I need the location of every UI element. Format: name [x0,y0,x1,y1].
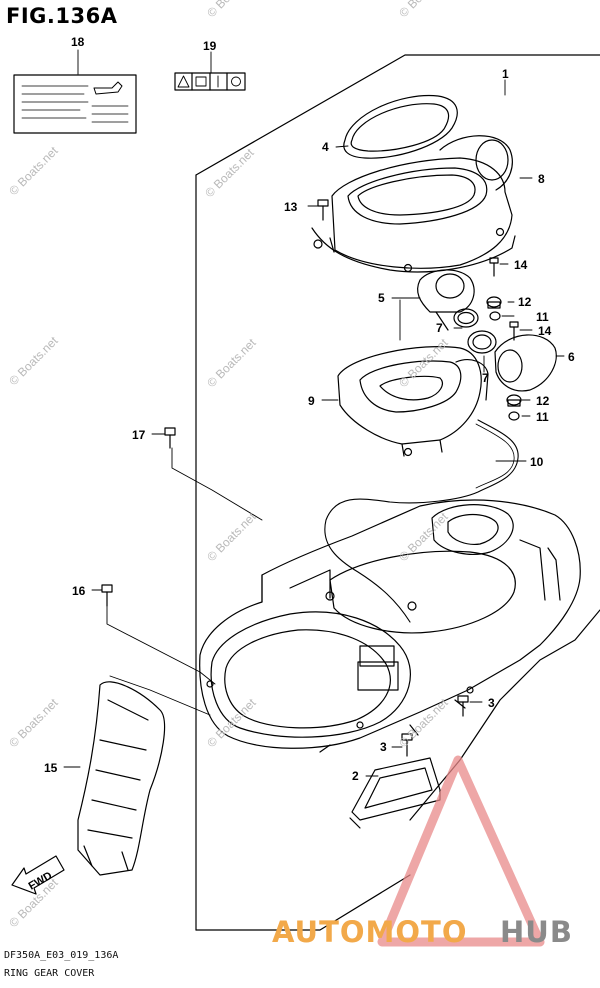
ring-gear-cover [199,499,581,753]
figure-name: RING GEAR COVER [4,968,95,979]
callout-5: 5 [378,291,385,305]
figure-code: DF350A_E03_019_136A [4,950,119,961]
brand-triangle [377,755,545,947]
callout-10: 10 [530,455,544,469]
bolt-3a [401,733,413,757]
gasket-ring-4 [343,94,458,159]
brand-logo: AUTOMOTO HUB [272,755,573,949]
watermark: © Boats.net [396,695,451,750]
nut-11a [489,311,501,321]
grommet-12a [486,296,502,308]
assembly-outline [195,54,600,931]
callout-16: 16 [72,584,86,598]
watermark: © Boats.net [396,0,451,20]
fwd-arrow [11,855,65,895]
hose-10 [324,419,519,623]
watermark: © Boats.net [6,333,61,388]
guide-plate-15 [77,681,166,876]
bolt-3b [457,695,469,717]
callout-13: 13 [284,200,298,214]
callout-7a: 7 [436,321,443,335]
brand-part1: AUTOMOTO [272,915,467,949]
callout-11b: 11 [536,410,549,424]
watermark: © Boats.net [396,509,451,564]
callout-labels: 1 2 3 3 4 5 6 7 7 8 9 10 11 11 12 12 13 … [44,35,575,783]
cap-6 [494,334,557,392]
callout-3b: 3 [380,740,387,754]
callout-4: 4 [322,140,329,154]
callout-15: 15 [44,761,58,775]
callout-12b: 12 [536,394,550,408]
o-ring-7b [467,330,497,354]
callout-19: 19 [203,39,217,53]
grommet-12b [506,394,522,406]
silencer-lower-9 [337,346,489,457]
watermark: © Boats.net [204,0,259,20]
o-ring-7a [453,308,479,328]
callout-14b: 14 [538,324,552,338]
watermark: © Boats.net [204,509,259,564]
callout-7b: 7 [482,371,489,385]
callout-11a: 11 [536,310,549,324]
callout-8: 8 [538,172,545,186]
callout-2: 2 [352,769,359,783]
bolt-14b [509,321,519,341]
silencer-upper-case [311,135,516,273]
warning-label-19 [174,72,246,91]
bolt-17 [164,427,176,449]
bolt-16 [101,584,113,607]
watermarks: © Boats.net © Boats.net © Boats.net © Bo… [6,0,451,930]
bolt-13 [317,199,329,221]
figure-title: FIG.136A [6,4,118,28]
watermark: © Boats.net [6,695,61,750]
callout-1: 1 [502,67,509,81]
air-duct-5 [417,269,475,331]
callout-18: 18 [71,35,85,49]
callout-17: 17 [132,428,146,442]
callout-12a: 12 [518,295,532,309]
bracket-2 [349,757,441,829]
brand-part2: HUB [500,915,573,949]
bolt-14a [489,257,499,277]
callout-6: 6 [568,350,575,364]
watermark: © Boats.net [204,335,259,390]
nut-11b [508,411,520,421]
leader-lines [63,49,565,777]
callout-14a: 14 [514,258,528,272]
watermark: © Boats.net [6,143,61,198]
callout-3a: 3 [488,696,495,710]
watermark: © Boats.net [202,145,257,200]
caution-label-18 [13,74,137,134]
callout-9: 9 [308,394,315,408]
